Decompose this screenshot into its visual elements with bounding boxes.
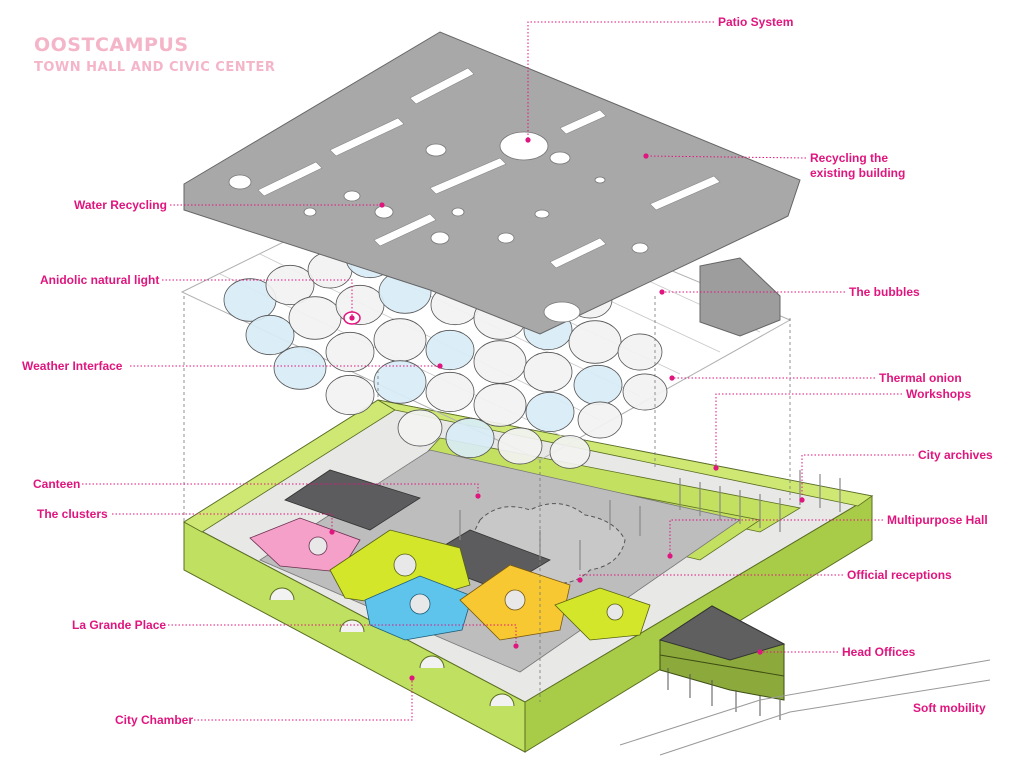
bubble: [617, 333, 663, 371]
label-bubbles: The bubbles: [849, 285, 920, 299]
label-clusters: The clusters: [37, 507, 108, 521]
title-sub: TOWN HALL AND CIVIC CENTER: [34, 60, 276, 75]
label-anidolic: Anidolic natural light: [40, 273, 160, 287]
roof-patio-hole: [374, 205, 394, 219]
leader-dot: [713, 465, 719, 471]
bubble: [473, 383, 527, 427]
roof-patio-hole: [549, 151, 571, 165]
label-recycling-line2: existing building: [810, 166, 906, 180]
bubble: [523, 351, 573, 393]
bubble: [622, 373, 668, 411]
label-thermal-onion: Thermal onion: [879, 371, 962, 385]
head-offices-building: [658, 605, 786, 720]
leader-dot: [437, 363, 443, 369]
clusters: [249, 469, 651, 641]
leader-line: [194, 678, 413, 721]
roof-patio-hole: [451, 207, 465, 217]
leader-line: [82, 483, 479, 496]
leader-dot: [799, 497, 805, 503]
roof-patio-hole: [430, 231, 450, 245]
roof-patio-hole: [343, 190, 361, 202]
soft-mobility-path: [619, 659, 991, 756]
leader-line: [527, 21, 714, 140]
roof-patio-hole: [631, 242, 649, 254]
leader-line: [645, 155, 807, 159]
roof-patio-hole: [228, 174, 252, 190]
leader-line: [112, 513, 333, 532]
bubble: [473, 340, 527, 384]
bubble: [373, 318, 427, 362]
roof-slab: [183, 31, 801, 335]
bubble: [525, 391, 575, 433]
bubble: [245, 314, 295, 356]
leader-line: [162, 279, 353, 318]
label-official-receptions: Official receptions: [847, 568, 952, 582]
roof-patio-hole: [497, 232, 515, 244]
cluster-blue: [364, 575, 473, 641]
label-water-recycling: Water Recycling: [74, 198, 167, 212]
leader-dot: [513, 643, 519, 649]
label-head-offices: Head Offices: [842, 645, 916, 659]
bubble: [425, 371, 475, 413]
bubble: [265, 264, 315, 306]
leader-dot: [409, 675, 415, 681]
bubble: [373, 360, 427, 404]
title-main: OOSTCAMPUS: [34, 34, 189, 56]
leader-dot: [669, 375, 675, 381]
bubble: [568, 320, 622, 364]
roof-patio-hole: [534, 209, 550, 219]
leader-dot: [329, 529, 335, 535]
label-recycling-line1: Recycling the: [810, 151, 889, 165]
bubble: [397, 409, 443, 447]
bubble: [577, 401, 623, 439]
label-canteen: Canteen: [33, 477, 81, 491]
label-workshops: Workshops: [906, 387, 972, 401]
leader-lines: [82, 21, 914, 721]
roof-patio-hole: [303, 207, 317, 217]
bubble: [425, 329, 475, 371]
leader-line: [801, 454, 914, 500]
bubble: [573, 364, 623, 406]
roof-patio-hole: [594, 176, 606, 184]
roof-patio-hole: [543, 301, 581, 323]
leader-line: [669, 519, 883, 556]
roof-patio-hole: [425, 143, 447, 157]
bubble: [497, 427, 543, 465]
leader-dot: [643, 153, 649, 159]
label-weather: Weather Interface: [22, 359, 123, 373]
bubble: [288, 296, 342, 340]
leader-dot: [577, 577, 583, 583]
bubble: [549, 435, 591, 469]
leader-dot: [475, 493, 481, 499]
leader-line: [715, 393, 902, 468]
front-wall-arches: [269, 587, 515, 707]
label-grande-place: La Grande Place: [72, 618, 167, 632]
roof-patio-hole: [499, 131, 549, 161]
label-city-archives: City archives: [918, 448, 993, 462]
label-multipurpose: Multipurpose Hall: [887, 513, 988, 527]
bubble: [325, 331, 375, 373]
leader-dot: [659, 289, 665, 295]
leader-dots: [329, 137, 805, 681]
leader-dot: [349, 315, 355, 321]
cluster-yellow: [459, 564, 571, 641]
roof-layer: [183, 31, 801, 335]
bubble: [273, 346, 327, 390]
label-patio-system: Patio System: [718, 15, 794, 29]
bubble: [445, 417, 495, 459]
cluster-lime-small: [554, 587, 651, 641]
label-soft-mobility: Soft mobility: [913, 701, 986, 715]
label-city-chamber: City Chamber: [115, 713, 194, 727]
canteen-block: [284, 469, 421, 531]
roof-fragment-right: [699, 257, 781, 337]
leader-line: [168, 624, 517, 646]
leader-dot: [667, 553, 673, 559]
ground-floor: [183, 399, 874, 753]
leader-dot: [757, 649, 763, 655]
leader-dot: [525, 137, 531, 143]
bubble: [325, 374, 375, 416]
leader-dot: [379, 202, 385, 208]
